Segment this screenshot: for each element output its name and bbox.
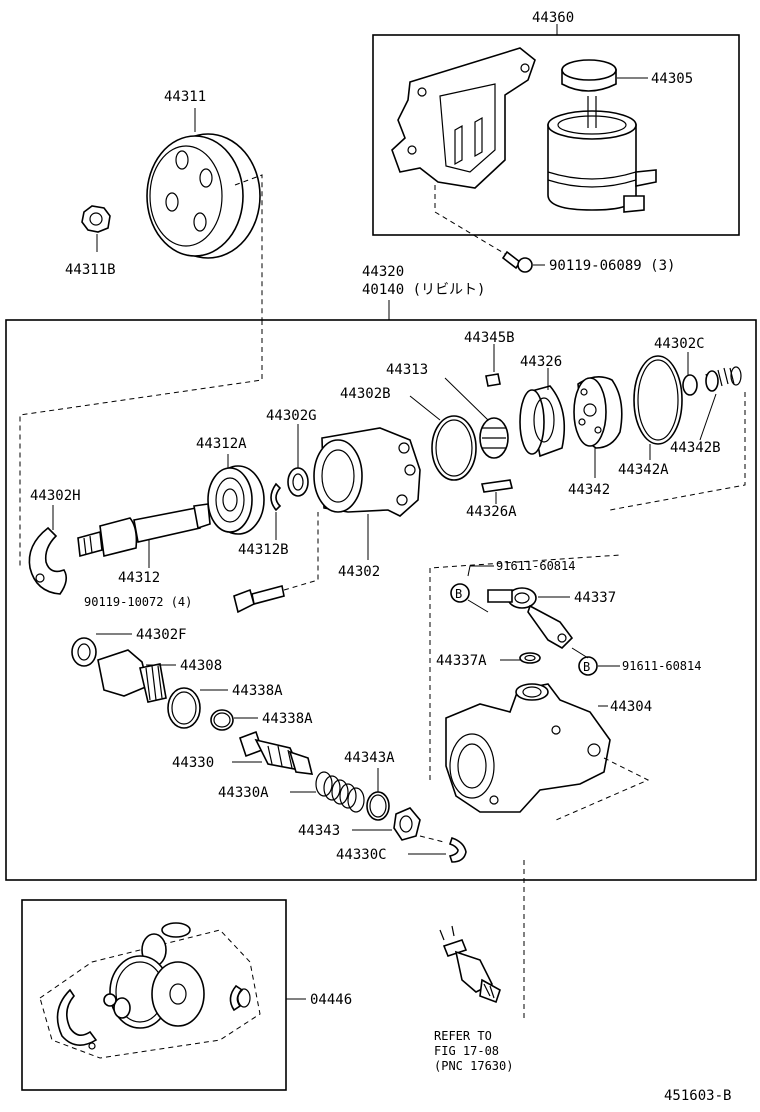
reservoir-group-box: [372, 34, 740, 236]
marker-b-upper-text: B: [455, 587, 462, 601]
o-ring-44338a-large: [167, 687, 201, 729]
label-44338a-1: 44338A: [232, 683, 283, 699]
refer-line-2: FIG 17-08: [434, 1044, 499, 1058]
label-04446: 04446: [310, 992, 352, 1008]
label-44338a-2: 44338A: [262, 711, 313, 727]
label-44311b: 44311B: [65, 262, 116, 278]
label-44302b: 44302B: [340, 386, 391, 402]
seal-44302f: [71, 637, 97, 667]
label-44312: 44312: [118, 570, 160, 586]
label-44360: 44360: [532, 10, 574, 26]
spring-44330a: [315, 771, 365, 813]
seal-44302g: [287, 467, 309, 497]
label-44312a: 44312A: [196, 436, 247, 452]
main-assembly-box: [5, 319, 757, 881]
label-44337a: 44337A: [436, 653, 487, 669]
label-44320: 44320: [362, 264, 404, 280]
label-91611-b: 91611-60814: [622, 659, 701, 673]
marker-b-upper: B: [450, 583, 470, 603]
pulley-44311: [146, 133, 261, 259]
marker-b-lower: B: [578, 656, 598, 676]
label-44342: 44342: [568, 482, 610, 498]
label-90119-06089: 90119-06089 (3): [549, 258, 675, 274]
label-44330a: 44330A: [218, 785, 269, 801]
label-44342b: 44342B: [670, 440, 721, 456]
union-44308: [97, 649, 167, 703]
label-44345b: 44345B: [464, 330, 515, 346]
snap-ring-44330c: [448, 836, 467, 863]
gasket-44337a: [519, 652, 541, 664]
valve-44330: [238, 730, 314, 775]
snap-ring-44302h: [28, 526, 68, 595]
label-90119-10072: 90119-10072 (4): [84, 595, 192, 609]
label-40140: 40140 (リビルト): [362, 282, 485, 298]
o-ring-44338a-small: [210, 709, 234, 731]
label-44343a: 44343A: [344, 750, 395, 766]
pressure-switch: [439, 925, 501, 1004]
rear-housing-44304: [445, 683, 611, 813]
o-ring-44343a: [366, 791, 390, 821]
label-44326: 44326: [520, 354, 562, 370]
bolt-90119-06089: [501, 250, 533, 273]
label-44302c: 44302C: [654, 336, 705, 352]
label-44311: 44311: [164, 89, 206, 105]
label-44313: 44313: [386, 362, 428, 378]
o-ring-44342a: [633, 355, 683, 445]
label-44342a: 44342A: [618, 462, 669, 478]
gasket-kit-box: [21, 899, 287, 1091]
figure-id: 451603-B: [664, 1088, 731, 1104]
label-44337: 44337: [574, 590, 616, 606]
refer-line-1: REFER TO: [434, 1029, 492, 1043]
vane-44345b: [485, 373, 501, 387]
gasket-kit-parts: [39, 922, 261, 1059]
elbow-44337: [487, 587, 574, 649]
front-housing-44302: [313, 427, 421, 517]
label-44343: 44343: [298, 823, 340, 839]
label-44302h: 44302H: [30, 488, 81, 504]
bolt-90119-10072: [233, 585, 285, 614]
reservoir-cap: [561, 59, 617, 92]
label-44302f: 44302F: [136, 627, 187, 643]
label-44330c: 44330C: [336, 847, 387, 863]
bearing-44312a: [207, 465, 265, 535]
label-44312b: 44312B: [238, 542, 289, 558]
o-ring-44302c: [682, 374, 698, 396]
side-plate-44342: [573, 376, 623, 449]
snap-ring-44312b: [270, 482, 282, 512]
reservoir-bracket: [391, 47, 536, 189]
label-44302g: 44302G: [266, 408, 317, 424]
label-44330: 44330: [172, 755, 214, 771]
spring-44342b: [705, 366, 742, 392]
rotor-44313: [479, 417, 509, 459]
label-44302: 44302: [338, 564, 380, 580]
reservoir-tank: [547, 96, 657, 213]
label-44326a: 44326A: [466, 504, 517, 520]
label-44308: 44308: [180, 658, 222, 674]
plug-44343: [393, 807, 421, 841]
marker-b-lower-text: B: [583, 660, 590, 674]
label-44304: 44304: [610, 699, 652, 715]
label-44305: 44305: [651, 71, 693, 87]
refer-line-3: (PNC 17630): [434, 1059, 513, 1073]
o-ring-44302b: [431, 415, 477, 481]
cam-ring-44326: [519, 385, 566, 458]
nut-44311b: [81, 205, 111, 233]
shaft-44312: [77, 503, 211, 558]
label-91611-a: 91611-60814: [496, 559, 575, 573]
pin-44326a: [481, 479, 513, 493]
